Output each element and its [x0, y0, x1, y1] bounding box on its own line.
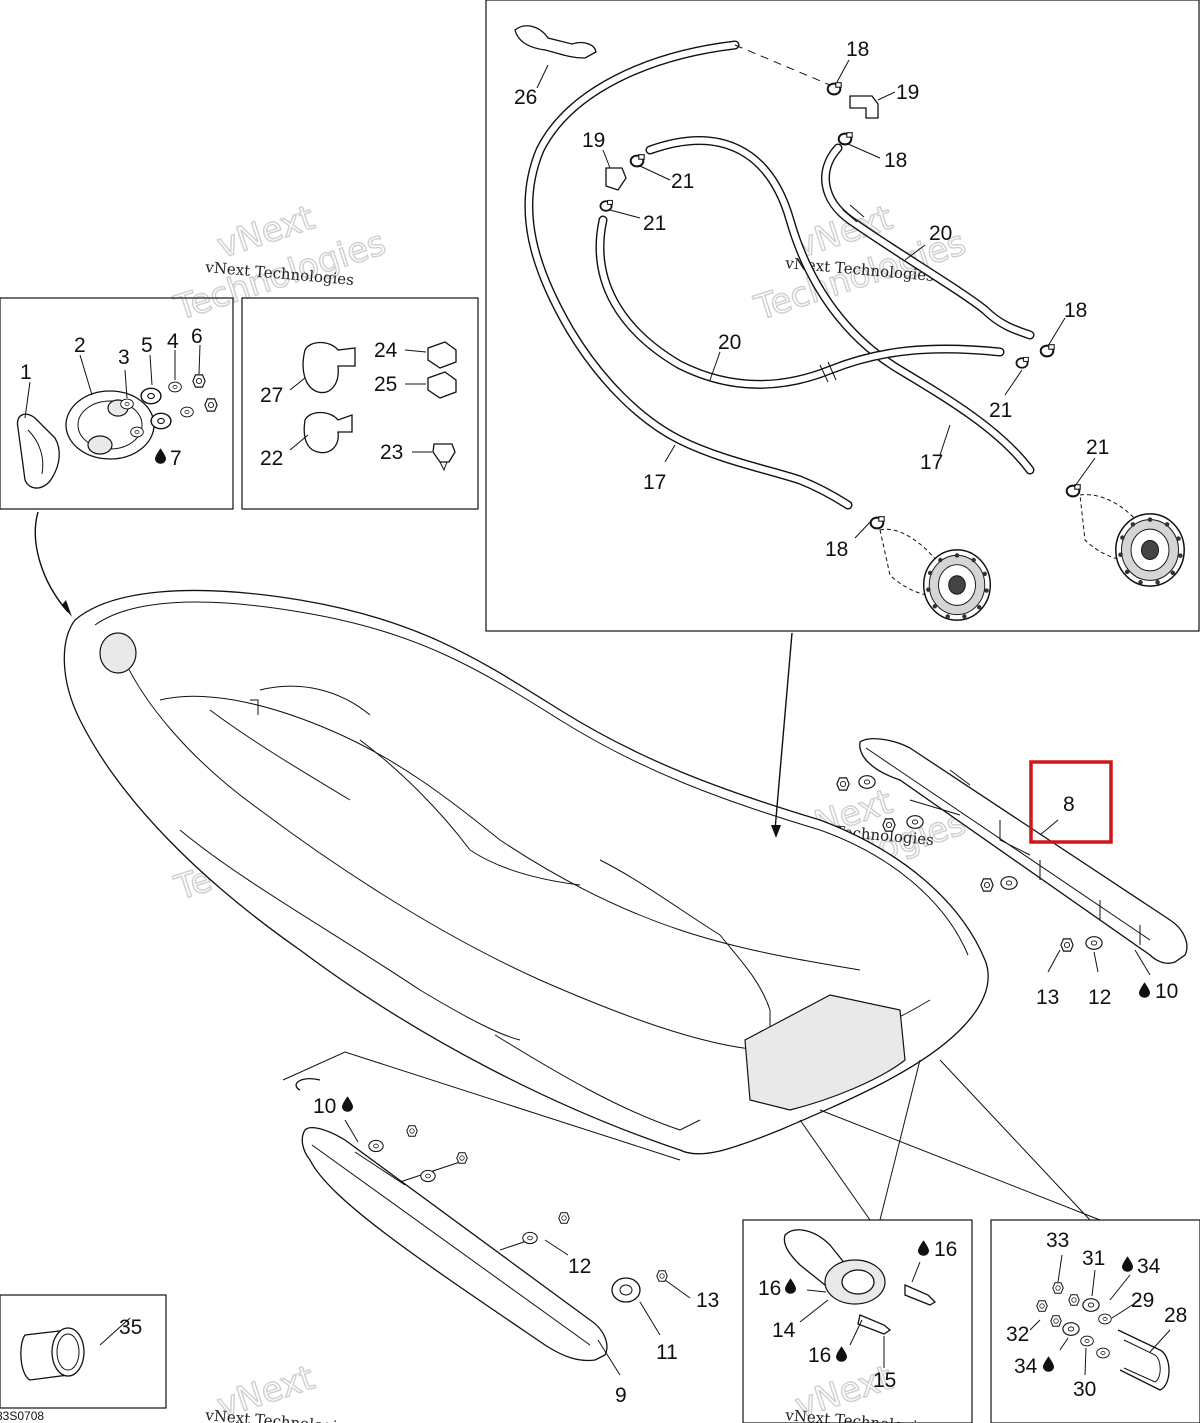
callout-1: 1	[20, 361, 32, 384]
callout-21: 21	[1086, 436, 1109, 459]
callout-18: 18	[884, 149, 907, 172]
callout-17: 17	[920, 451, 943, 474]
callout-21: 21	[989, 399, 1012, 422]
clips-assembly	[302, 341, 457, 472]
callout-21: 21	[671, 170, 694, 193]
hose-system	[514, 25, 1185, 621]
callout-13: 13	[696, 1289, 719, 1312]
callout-labels: 26 18 19 18 19 21 21 20 18 21 20 17 17 2…	[0, 38, 1187, 1423]
hull-deck	[63, 589, 989, 1155]
callout-10: 10	[1155, 980, 1178, 1003]
callout-16: 16	[808, 1344, 831, 1367]
hose-inset-box	[485, 0, 1200, 632]
callout-2: 2	[74, 334, 86, 357]
callout-16: 16	[934, 1238, 957, 1261]
leader-lines	[24, 59, 1171, 1376]
elbow-19-left	[605, 167, 627, 191]
callout-28: 28	[1164, 1304, 1187, 1327]
tube-assembly	[20, 1327, 85, 1381]
clips-inset-box	[241, 297, 479, 510]
callout-20: 20	[718, 331, 741, 354]
callout-22: 22	[260, 447, 283, 470]
callout-35: 35	[119, 1316, 142, 1339]
callout-14: 14	[772, 1319, 796, 1342]
callout-5: 5	[141, 334, 153, 357]
callout-27: 27	[260, 384, 283, 407]
callout-7: 7	[170, 447, 182, 470]
elbow-19-right	[849, 95, 879, 119]
callout-9: 9	[615, 1384, 627, 1407]
sponson-right	[836, 738, 1188, 964]
tube-inset-box	[0, 1294, 167, 1409]
callout-26: 26	[514, 86, 537, 109]
sponson-left	[301, 1125, 668, 1362]
callout-17: 17	[643, 471, 666, 494]
callout-31: 31	[1082, 1247, 1105, 1270]
watermark-text: vNext Technologies	[784, 1406, 935, 1423]
callout-18: 18	[825, 538, 848, 561]
part-26-bracket	[514, 25, 597, 59]
callout-8: 8	[1063, 793, 1075, 816]
callout-18: 18	[846, 38, 869, 61]
callout-12: 12	[1088, 986, 1111, 1009]
bumper-assembly	[1036, 1282, 1170, 1391]
callout-19: 19	[896, 81, 919, 104]
bumper-inset-box	[990, 1219, 1200, 1423]
grab-handle-assembly	[16, 374, 218, 489]
callout-3: 3	[118, 346, 130, 369]
callout-4: 4	[167, 330, 179, 353]
callout-18: 18	[1064, 299, 1087, 322]
connection-lines	[34, 511, 1101, 1346]
callout-23: 23	[380, 441, 403, 464]
callout-10: 10	[313, 1095, 336, 1118]
callout-29: 29	[1131, 1289, 1154, 1312]
callout-21: 21	[643, 212, 666, 235]
callout-30: 30	[1073, 1378, 1096, 1401]
drain-plug-assembly	[783, 1229, 937, 1335]
callout-13: 13	[1036, 986, 1059, 1009]
callout-33: 33	[1046, 1229, 1069, 1252]
callout-34: 34	[1014, 1355, 1038, 1378]
callout-25: 25	[374, 373, 397, 396]
callout-19: 19	[582, 129, 605, 152]
callout-24: 24	[374, 339, 398, 362]
callout-16: 16	[758, 1277, 781, 1300]
callout-32: 32	[1006, 1323, 1029, 1346]
callout-15: 15	[873, 1369, 896, 1392]
drain-plug-inset-box	[742, 1219, 973, 1423]
callout-34: 34	[1137, 1255, 1161, 1278]
callout-12: 12	[568, 1255, 591, 1278]
callout-20: 20	[929, 222, 952, 245]
drawing-code: 83S0708	[0, 1409, 44, 1423]
grab-handle-inset-box	[0, 297, 234, 510]
highlight-box-part-8	[1029, 760, 1113, 844]
callout-6: 6	[191, 325, 203, 348]
callout-11: 11	[656, 1341, 678, 1364]
